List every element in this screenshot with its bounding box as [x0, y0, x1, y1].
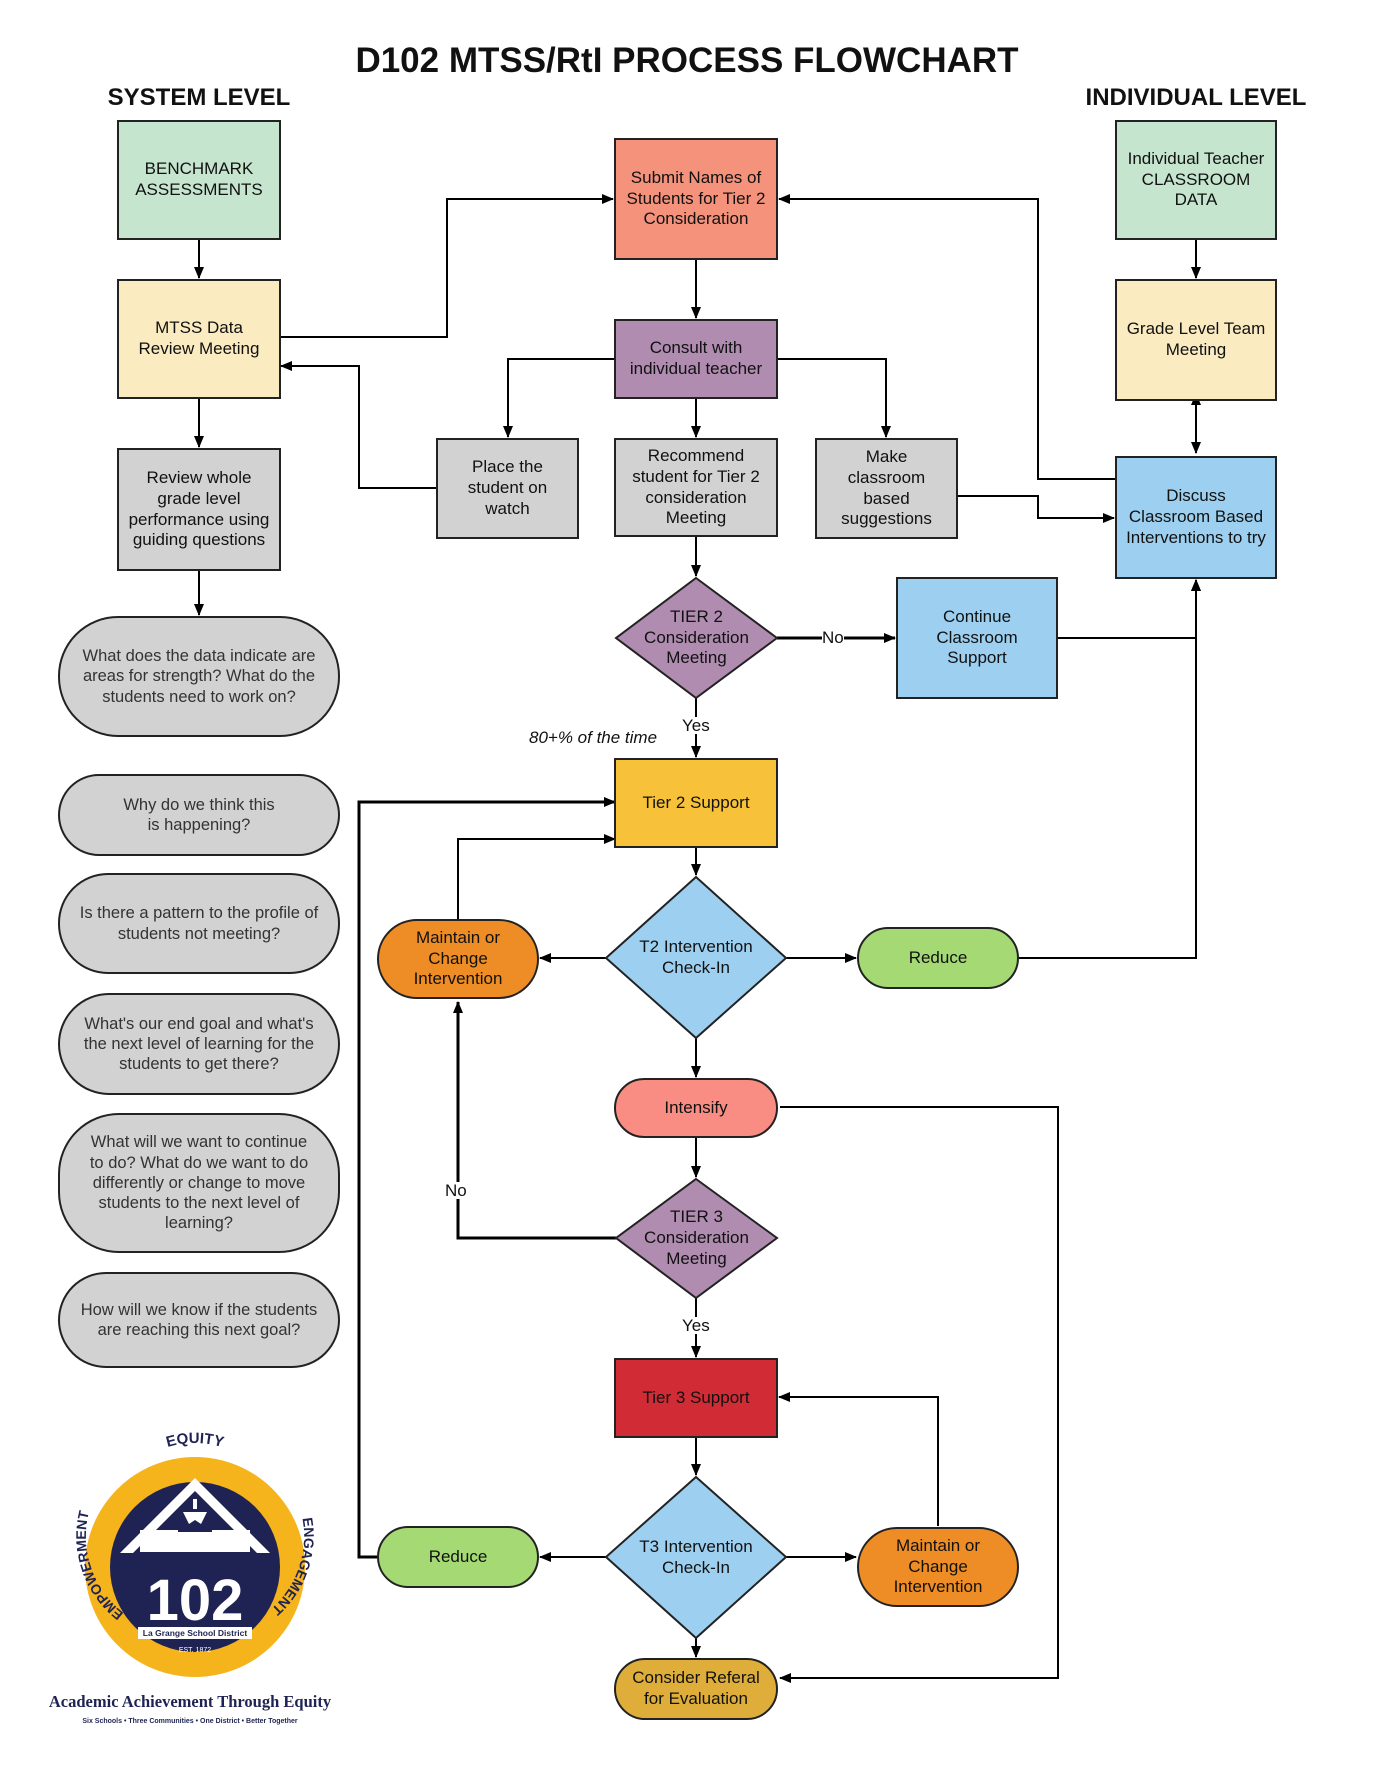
logo-number: 102	[147, 1568, 244, 1633]
edge-consult-to-suggestions	[777, 358, 891, 438]
edge-reduce-to-tier2	[357, 797, 616, 1559]
logo-ring-top: EQUITY	[164, 1430, 225, 1451]
intensify-pill	[614, 1078, 778, 1138]
logo-district: La Grange School District	[143, 1628, 248, 1638]
grade-team-box	[1115, 279, 1277, 401]
referral-pill	[614, 1658, 778, 1720]
place-watch-box	[436, 438, 579, 539]
edge-note-80-percent: 80+% of the time	[529, 728, 658, 747]
logo-est: EST. 1872	[179, 1647, 211, 1654]
tier2-meeting-diamond	[614, 576, 779, 700]
continue-support-box	[896, 577, 1058, 699]
individual-data-box	[1115, 120, 1277, 240]
page-title: D102 MTSS/RtI PROCESS FLOWCHART	[355, 41, 1019, 80]
t2-checkin-diamond	[604, 875, 788, 1040]
question-bubble-5	[58, 1113, 340, 1253]
edge-tier3meeting-no	[453, 1001, 616, 1240]
edge-suggestions-to-discuss	[958, 495, 1115, 523]
edge-continue-to-discuss	[1057, 579, 1201, 639]
edge-watch-to-mtss	[280, 361, 437, 489]
question-bubble-1	[58, 616, 340, 737]
district-logo: 102 La Grange School District EST. 1872 …	[49, 1430, 332, 1725]
edge-label-yes-1: Yes	[682, 716, 710, 735]
logo-tagline: Academic Achievement Through Equity	[49, 1692, 332, 1711]
edge-label-no-1: No	[822, 628, 844, 647]
make-classroom-box	[815, 438, 958, 539]
tier3-meeting-diamond	[614, 1177, 779, 1300]
maintain-1-pill	[377, 919, 539, 999]
edge-maintain-to-tier3	[778, 1392, 939, 1526]
question-bubble-6	[58, 1272, 340, 1368]
schoolhouse-icon	[120, 1478, 270, 1553]
reduce-2-pill	[377, 1526, 539, 1588]
edge-consult-to-watch	[503, 358, 616, 438]
edge-mtss-to-submit	[280, 194, 614, 338]
review-whole-box	[117, 448, 281, 571]
tier3-support-box	[614, 1358, 778, 1438]
reduce-1-pill	[857, 927, 1019, 989]
svg-text:EQUITY: EQUITY	[164, 1430, 225, 1451]
submit-names-box	[614, 138, 778, 260]
recommend-box	[614, 438, 778, 537]
edge-reduce-to-discuss	[1018, 579, 1201, 959]
edge-intensify-to-referral	[779, 1106, 1059, 1683]
individual-level-header: INDIVIDUAL LEVEL	[1085, 84, 1307, 111]
system-level-header: SYSTEM LEVEL	[107, 84, 291, 111]
benchmark-box	[117, 120, 281, 240]
maintain-2-pill	[857, 1527, 1019, 1607]
edge-discuss-to-submit	[778, 194, 1116, 480]
question-bubble-2	[58, 774, 340, 856]
question-bubble-4	[58, 993, 340, 1095]
mtss-review-box	[117, 279, 281, 399]
edge-maintain-to-tier2	[457, 834, 616, 920]
t3-checkin-diamond	[604, 1475, 788, 1640]
edge-label-yes-2: Yes	[682, 1316, 710, 1335]
logo-subtag: Six Schools • Three Communities • One Di…	[82, 1718, 298, 1725]
discuss-box	[1115, 456, 1277, 579]
tier2-support-box	[614, 758, 778, 848]
question-bubble-3	[58, 873, 340, 974]
consult-box	[614, 319, 778, 399]
edge-label-no-2: No	[445, 1181, 467, 1200]
